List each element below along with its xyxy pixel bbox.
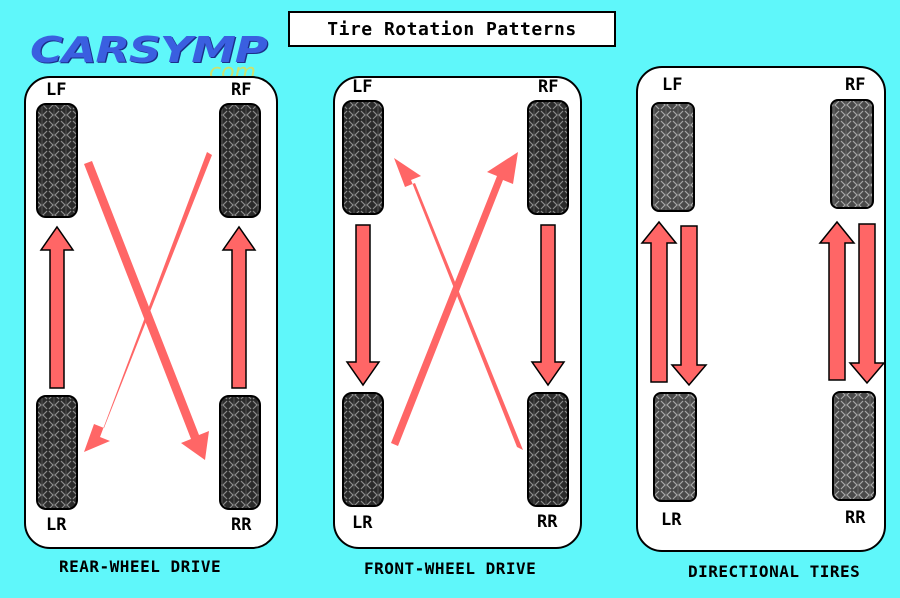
tire-lr <box>653 392 697 502</box>
label-lf: LF <box>662 75 683 95</box>
label-rf: RF <box>231 80 252 100</box>
arrow-lf-to-lr <box>345 224 381 387</box>
caption-directional-tires: DIRECTIONAL TIRES <box>688 562 861 581</box>
arrow-rf-to-rr <box>848 223 886 385</box>
tire-lf <box>342 100 384 215</box>
carsymp-logo: CARSYMP .com <box>30 30 280 90</box>
tire-lf <box>36 103 78 218</box>
label-lr: LR <box>661 510 682 530</box>
label-rf: RF <box>845 75 866 95</box>
tire-lr <box>36 395 78 510</box>
arrow-rf-to-rr <box>530 224 566 387</box>
tire-lr <box>342 392 384 507</box>
arrow-rf-to-lr <box>84 152 212 452</box>
label-lf: LF <box>352 77 373 97</box>
arrow-lr-to-lf <box>640 220 678 383</box>
tire-rf <box>527 100 569 215</box>
tire-rr <box>219 395 261 510</box>
arrow-rr-to-lf <box>394 158 523 450</box>
label-lr: LR <box>352 513 373 533</box>
caption-front-wheel-drive: FRONT-WHEEL DRIVE <box>364 559 537 578</box>
caption-rear-wheel-drive: REAR-WHEEL DRIVE <box>59 557 222 576</box>
arrow-lf-to-rr <box>84 161 209 460</box>
tire-rr <box>832 391 876 501</box>
tire-rr <box>527 392 569 507</box>
tire-rf <box>219 103 261 218</box>
arrow-lf-to-lr <box>670 225 708 387</box>
arrow-lr-to-rf <box>391 152 518 446</box>
arrow-rr-to-rf <box>818 220 856 381</box>
tire-rf <box>830 99 874 209</box>
arrow-lr-to-lf <box>39 225 75 389</box>
logo-text: CARSYMP <box>30 30 268 71</box>
arrow-rr-to-rf <box>221 225 257 389</box>
label-rr: RR <box>537 512 558 532</box>
label-lf: LF <box>46 80 67 100</box>
page-title: Tire Rotation Patterns <box>288 11 616 47</box>
label-lr: LR <box>46 515 67 535</box>
label-rr: RR <box>231 515 252 535</box>
label-rr: RR <box>845 508 866 528</box>
label-rf: RF <box>538 77 559 97</box>
tire-lf <box>651 102 695 212</box>
